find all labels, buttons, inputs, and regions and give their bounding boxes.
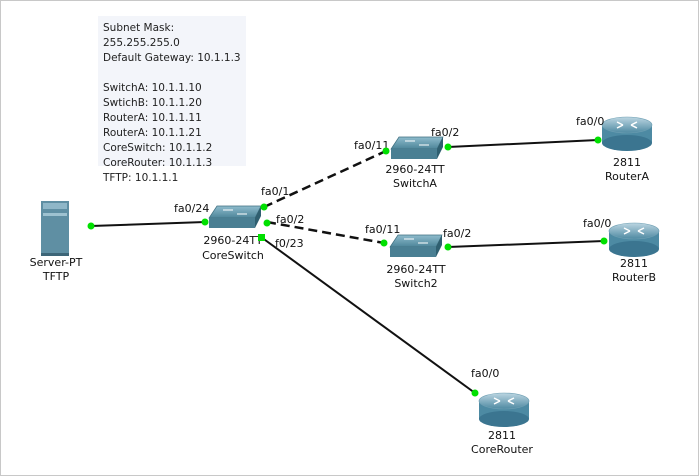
link-up-dot <box>263 219 271 227</box>
host-entry: RouterA: 10.1.1.21 <box>103 127 202 139</box>
link-up-dot <box>258 234 265 241</box>
routerb-model: 2811 <box>620 257 648 270</box>
host-entry: CoreRouter: 10.1.1.3 <box>103 157 213 169</box>
port-label: fa0/24 <box>174 202 209 215</box>
routera-device[interactable] <box>601 116 653 152</box>
switch2-device[interactable] <box>389 234 443 258</box>
routerb-name: RouterB <box>612 271 656 284</box>
switch2-name: Switch2 <box>394 277 437 290</box>
switch2-model: 2960-24TT <box>386 263 445 276</box>
coreswitch-name: CoreSwitch <box>202 249 264 262</box>
coreswitch-model: 2960-24TT <box>203 234 262 247</box>
port-label: fa0/2 <box>443 227 471 240</box>
switcha-device[interactable] <box>390 136 444 160</box>
link-up-dot <box>380 239 388 247</box>
server-model: Server-PT <box>30 256 83 269</box>
link-up-dot <box>87 222 95 230</box>
server-name: TFTP <box>42 270 70 283</box>
port-label: fa0/11 <box>365 223 400 236</box>
link-switch2-routerb[interactable] <box>447 240 605 248</box>
link-up-dot <box>201 218 209 226</box>
port-label: fa0/0 <box>576 115 604 128</box>
server-device[interactable] <box>41 201 69 256</box>
port-label: fa0/1 <box>261 185 289 198</box>
link-up-dot <box>600 237 608 245</box>
host-entry: SwitchA: 10.1.1.10 <box>103 82 202 94</box>
link-coreswitch-switcha[interactable] <box>263 149 387 209</box>
link-status-dots <box>87 136 608 397</box>
port-label: fa0/0 <box>471 367 499 380</box>
corerouter-device[interactable] <box>478 392 530 428</box>
link-coreswitch-switch2[interactable] <box>266 220 385 245</box>
corerouter-model: 2811 <box>488 429 516 442</box>
port-label: f0/23 <box>275 237 304 250</box>
link-up-dot <box>471 389 479 397</box>
host-entry: CoreSwitch: 10.1.1.2 <box>103 142 213 154</box>
port-label: fa0/0 <box>583 217 611 230</box>
subnet-mask: Subnet Mask: 255.255.255.0 <box>103 22 180 49</box>
host-entry: SwtichB: 10.1.1.20 <box>103 97 202 109</box>
switcha-model: 2960-24TT <box>385 163 444 176</box>
routera-name: RouterA <box>605 170 649 183</box>
routerb-device[interactable] <box>608 222 660 258</box>
switcha-name: SwitchA <box>393 177 437 190</box>
default-gateway: Default Gateway: 10.1.1.3 <box>103 52 241 64</box>
corerouter-name: CoreRouter <box>471 443 533 456</box>
link-up-dot <box>594 136 602 144</box>
port-label: fa0/2 <box>276 213 304 226</box>
coreswitch-device[interactable] <box>208 205 262 229</box>
port-label: fa0/11 <box>354 139 389 152</box>
link-server-coreswitch[interactable] <box>90 221 206 227</box>
host-entry: RouterA: 10.1.1.11 <box>103 112 202 124</box>
link-up-dot <box>444 143 452 151</box>
link-up-dot <box>444 243 452 251</box>
link-up-dot <box>260 203 268 211</box>
routera-model: 2811 <box>613 156 641 169</box>
link-coreswitch-corerouter[interactable] <box>260 236 476 394</box>
link-up-dot <box>382 147 390 155</box>
port-label: fa0/2 <box>431 126 459 139</box>
info-note: Subnet Mask: 255.255.255.0 Default Gatew… <box>98 16 246 184</box>
link-switcha-routera[interactable] <box>447 139 599 148</box>
host-entry: TFTP: 10.1.1.1 <box>103 172 179 184</box>
